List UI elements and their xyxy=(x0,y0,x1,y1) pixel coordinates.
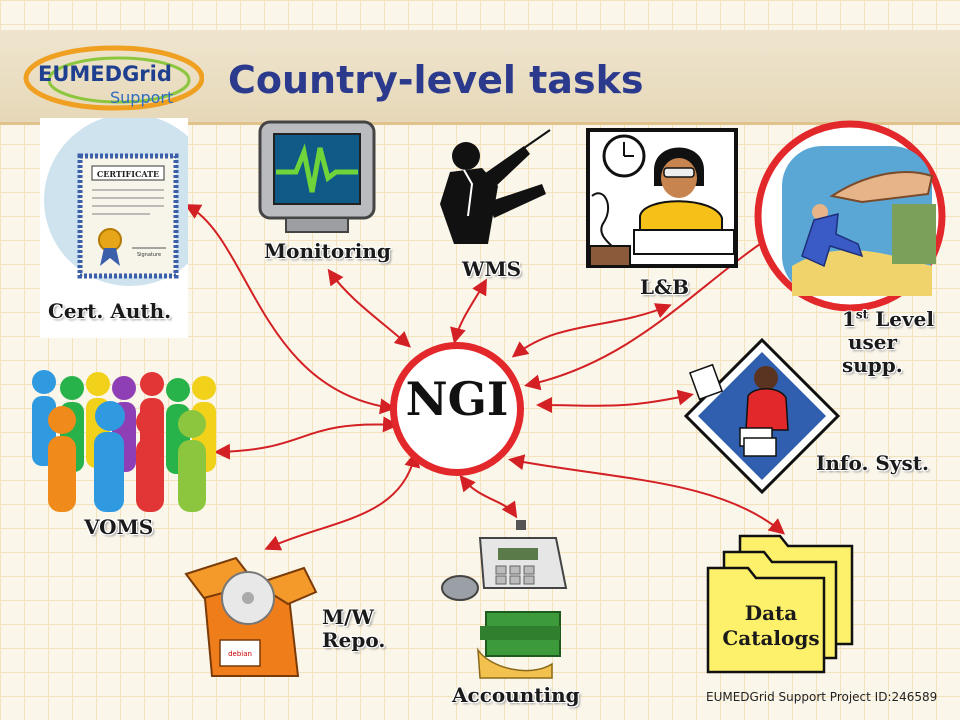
folders-picture xyxy=(706,534,854,674)
user-support-ordinal: st xyxy=(855,307,869,322)
arrow-mw-repo xyxy=(264,451,421,551)
arrow-wms xyxy=(450,278,487,344)
info-system-picture xyxy=(684,338,840,494)
label-user-support: 1st Level user supp. xyxy=(842,307,960,377)
arrow-accounting xyxy=(459,474,518,519)
user-support-level: Level xyxy=(868,307,934,331)
label-voms: VOMS xyxy=(84,515,154,539)
user-support-number: 1 xyxy=(842,307,856,331)
eumedgrid-logo xyxy=(23,45,204,111)
header-band xyxy=(0,30,960,125)
label-info-syst: Info. Syst. xyxy=(816,451,929,475)
cash-register-picture xyxy=(441,520,568,679)
arrow-voms xyxy=(214,416,399,460)
ngi-label: NGI xyxy=(405,372,509,426)
logo-primary-text: EUMEDGrid xyxy=(38,62,172,86)
monitor-picture xyxy=(258,120,376,233)
certificate-heading: CERTIFICATE xyxy=(97,169,159,179)
label-lb: L&B xyxy=(640,275,690,299)
arrow-lb xyxy=(511,303,672,358)
conductor-picture xyxy=(440,129,551,244)
ngi-circle xyxy=(390,342,524,476)
certificate-signature-text: Signature xyxy=(137,252,161,258)
label-mw-repo: M/W Repo. xyxy=(322,606,385,652)
certificate-picture: CERTIFICATE Signature xyxy=(40,118,188,338)
label-accounting: Accounting xyxy=(452,683,580,707)
people-group-picture xyxy=(32,370,216,512)
label-wms: WMS xyxy=(462,257,522,281)
logo-secondary-text: Support xyxy=(110,88,174,107)
box-brand-text: debian xyxy=(228,650,252,658)
arrow-monitoring xyxy=(327,268,411,348)
arrow-cert-auth xyxy=(184,204,396,415)
data-catalogs-line1: Data xyxy=(744,601,798,625)
label-monitoring: Monitoring xyxy=(264,239,391,263)
software-box-picture: debian xyxy=(184,556,318,677)
arrow-info-syst xyxy=(536,389,694,414)
label-cert-auth: Cert. Auth. xyxy=(48,299,172,323)
accountant-picture xyxy=(586,128,738,268)
data-catalogs-line2: Catalogs xyxy=(722,626,820,650)
page-title: Country-level tasks xyxy=(228,58,644,102)
mw-repo-line1: M/W xyxy=(322,605,374,629)
user-support-line2: user supp. xyxy=(842,330,903,377)
project-id-footer: EUMEDGrid Support Project ID:246589 xyxy=(706,690,938,704)
arrow-data-catalogs xyxy=(508,454,786,535)
helping-hand-picture xyxy=(754,120,946,312)
mw-repo-line2: Repo. xyxy=(322,628,386,652)
label-data-catalogs: Data Catalogs xyxy=(718,601,824,651)
arrow-user-support xyxy=(524,225,788,391)
